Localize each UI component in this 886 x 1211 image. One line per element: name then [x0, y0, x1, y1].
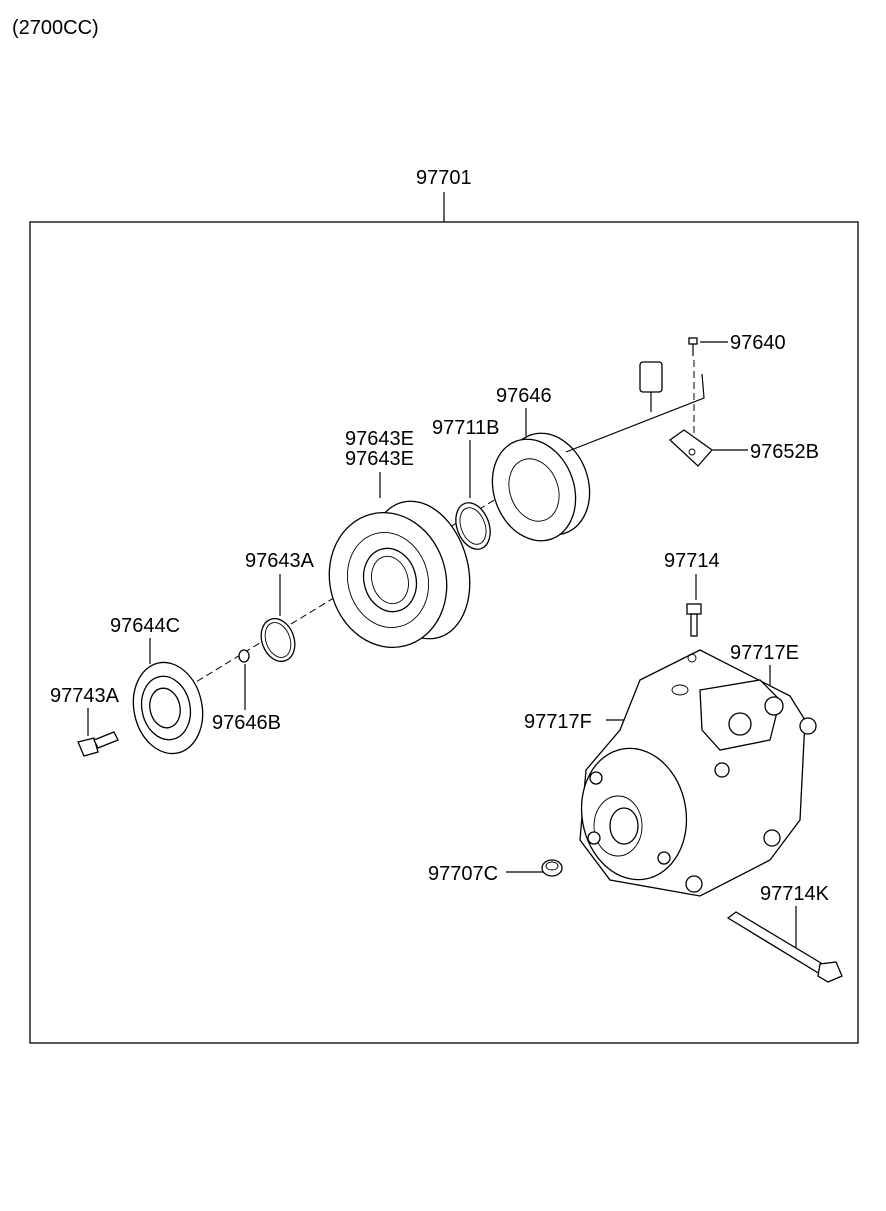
label-97643E-2[interactable]: 97643E — [345, 448, 414, 470]
bolt-97743A-icon — [77, 731, 119, 757]
label-97652B[interactable]: 97652B — [750, 441, 819, 463]
label-97643A[interactable]: 97643A — [245, 550, 315, 572]
label-97640[interactable]: 97640 — [730, 332, 786, 354]
assembly-part-number: 97701 — [416, 167, 472, 189]
screw-97640-icon — [688, 337, 698, 356]
label-97711B[interactable]: 97711B — [432, 417, 499, 439]
engine-label: (2700CC) — [12, 17, 99, 39]
label-97644C[interactable]: 97644C — [110, 615, 180, 637]
cap-97707C-icon — [541, 859, 563, 877]
label-97714K[interactable]: 97714K — [760, 883, 830, 905]
assembly-frame — [29, 221, 859, 1044]
snap-ring-97711B-icon — [455, 502, 491, 550]
long-bolt-97714K-icon — [726, 911, 843, 983]
front-plate-97644C-icon — [132, 661, 204, 755]
bolt-97714-icon — [686, 603, 702, 637]
bracket-97652B-icon — [668, 360, 713, 467]
label-97717F[interactable]: 97717F — [524, 711, 592, 733]
pulley-97643E-icon — [328, 500, 471, 649]
label-97717E[interactable]: 97717E — [730, 642, 799, 664]
label-97743A[interactable]: 97743A — [50, 685, 120, 707]
label-97643E-1[interactable]: 97643E — [345, 428, 414, 450]
label-97646B[interactable]: 97646B — [212, 712, 281, 734]
label-97714[interactable]: 97714 — [664, 550, 720, 572]
compressor-body-icon — [579, 649, 817, 897]
axis-centerline — [149, 459, 561, 711]
label-97707C[interactable]: 97707C — [428, 863, 498, 885]
field-coil-97646-icon — [491, 361, 705, 542]
snap-ring-97643A-icon — [260, 617, 296, 663]
label-97646[interactable]: 97646 — [496, 385, 552, 407]
ring-97646B-icon — [238, 649, 250, 663]
